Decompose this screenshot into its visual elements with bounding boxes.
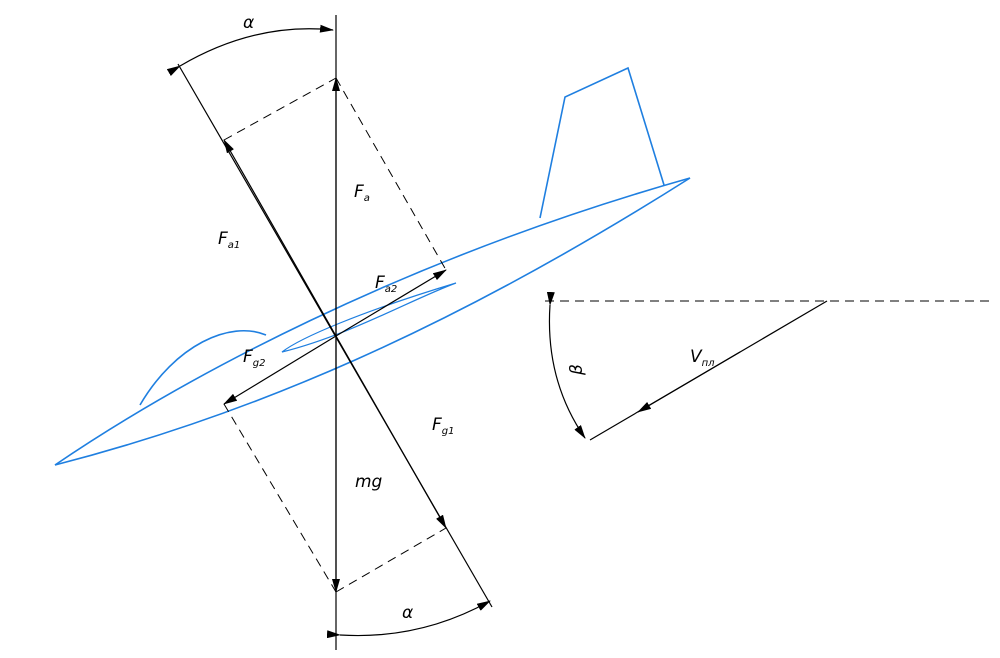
dash-bottom-right [335,527,447,593]
label-Fg1: Fg1 [432,415,455,437]
labels: α α β Fa Fa1 Fa2 Fg1 Fg2 mg Vпл [218,13,715,623]
vector-Fg1 [335,335,447,529]
construction-lines [223,77,995,593]
fuselage-upper-outline [54,177,691,466]
label-beta: β [567,364,587,376]
aircraft [54,66,691,466]
label-Vpl: Vпл [690,347,715,369]
angle-arcs [166,24,586,639]
label-alpha-bottom: α [402,603,413,623]
label-Fa1: Fa1 [218,229,240,251]
vector-Fa2 [335,269,447,337]
label-Fa: Fa [354,182,370,204]
alpha-bottom-arc [326,600,491,639]
vertical-tail [539,66,665,219]
label-alpha-top: α [243,13,254,33]
vector-Fg2 [223,335,337,405]
fuselage-lower-outline [54,177,691,466]
velocity-arrow [637,351,741,413]
vector-Fa1 [223,139,337,337]
label-mg: mg [355,472,383,492]
dash-top-right [335,77,447,271]
beta-arc [546,291,586,439]
label-Fa2: Fa2 [375,273,397,295]
dash-bottom-left [223,403,337,593]
velocity [589,300,828,441]
dash-top-left [223,77,337,141]
force-vectors [223,77,447,593]
label-Fg2: Fg2 [243,347,266,369]
alpha-top-arc [166,24,334,77]
canopy [139,330,267,406]
